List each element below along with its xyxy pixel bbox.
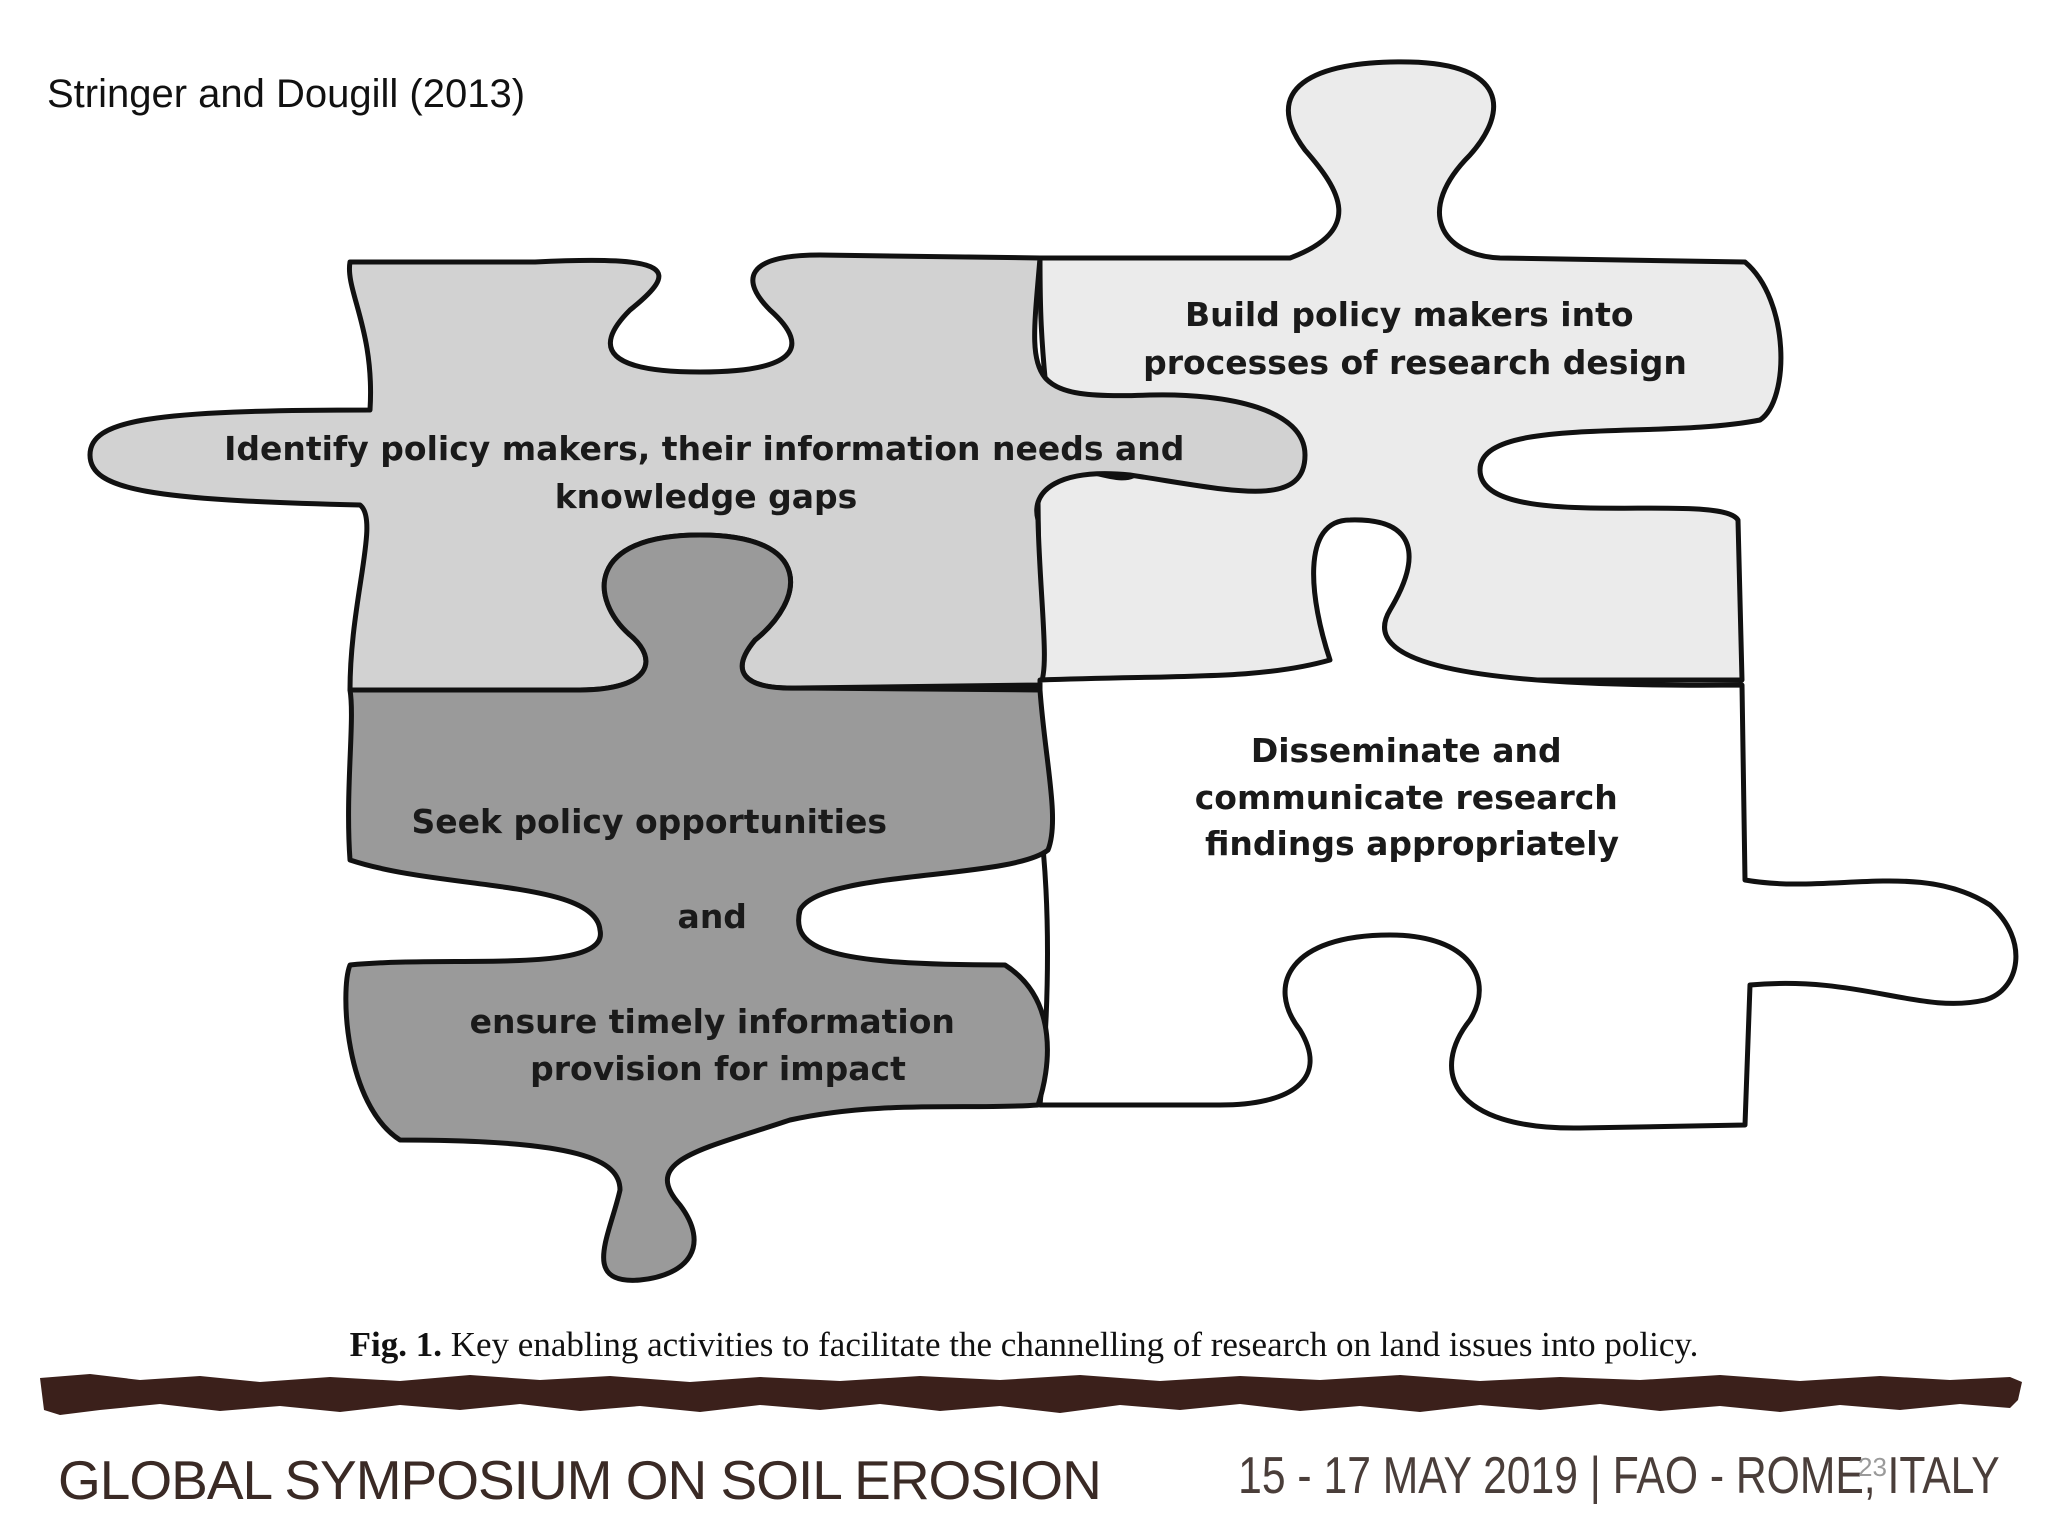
piece-text-line: provision for impact bbox=[530, 1049, 906, 1088]
piece-text-bottom-left: Seek policy opportunities and ensure tim… bbox=[412, 802, 967, 1088]
event-title: GLOBAL SYMPOSIUM ON SOIL EROSION bbox=[58, 1449, 1102, 1511]
piece-text-line: Seek policy opportunities bbox=[412, 802, 888, 841]
piece-text-bottom-right: Disseminate and communicate research fin… bbox=[1195, 731, 1630, 863]
puzzle-piece-bottom-left bbox=[343, 532, 1055, 1283]
piece-text-line: Build policy makers into bbox=[1185, 295, 1634, 334]
piece-text-line: Disseminate and bbox=[1251, 731, 1562, 770]
piece-text-line: processes of research design bbox=[1143, 343, 1687, 382]
piece-text-line: knowledge gaps bbox=[555, 477, 858, 516]
figure-caption-text: Key enabling activities to facilitate th… bbox=[441, 1325, 1699, 1364]
citation: Stringer and Dougill (2013) bbox=[47, 72, 526, 116]
figure-label: Fig. 1. bbox=[349, 1325, 442, 1364]
event-date-venue: 15 - 17 MAY 2019 | FAO - ROME, ITALY bbox=[1238, 1447, 2000, 1505]
piece-text-line: findings appropriately bbox=[1205, 824, 1619, 863]
slide-number: 23 bbox=[1858, 1452, 1887, 1482]
figure-caption: Fig. 1. Key enabling activities to facil… bbox=[0, 1325, 2048, 1365]
piece-text-line: ensure timely information bbox=[470, 1002, 955, 1041]
puzzle-diagram: Identify policy makers, their informatio… bbox=[87, 59, 2019, 1283]
soil-band-shape bbox=[40, 1374, 2022, 1415]
piece-text-top-left: Identify policy makers, their informatio… bbox=[224, 429, 1196, 516]
soil-band-divider bbox=[40, 1374, 2022, 1415]
piece-text-line: and bbox=[678, 897, 747, 936]
piece-text-top-right: Build policy makers into processes of re… bbox=[1143, 295, 1687, 382]
puzzle-piece-top-left bbox=[87, 252, 1308, 693]
piece-text-line: communicate research bbox=[1195, 778, 1618, 817]
piece-text-line: Identify policy makers, their informatio… bbox=[224, 429, 1184, 468]
puzzle-piece-bottom-right bbox=[1037, 517, 2019, 1131]
